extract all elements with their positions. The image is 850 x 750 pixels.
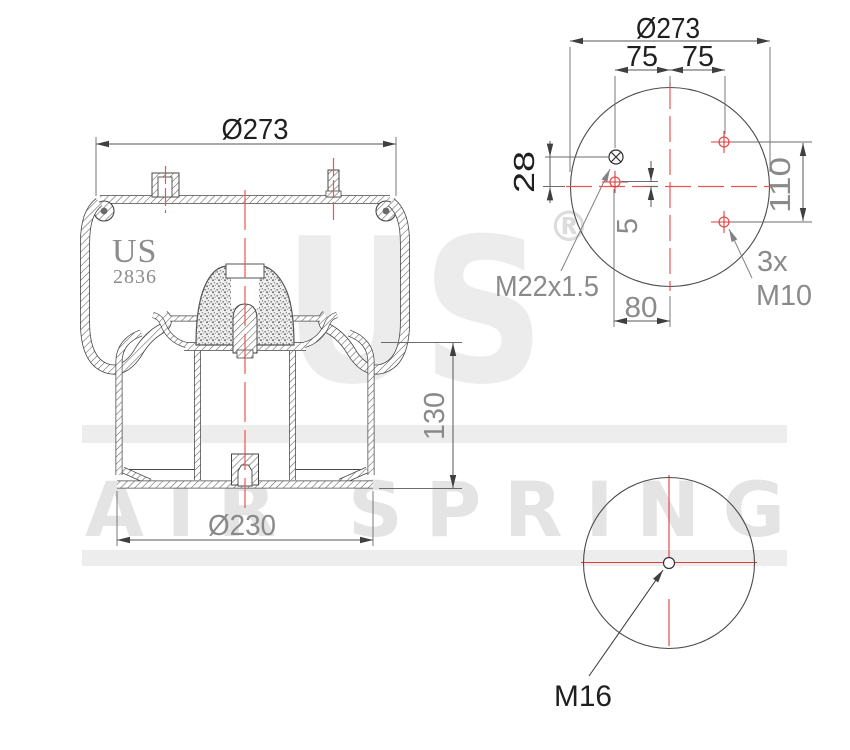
top-label-stud-thread: M10 [756,280,812,312]
top-dim-80: 80 [625,292,658,324]
bottom-view: M16 [554,475,757,713]
top-dim-left-75: 75 [626,41,658,73]
top-dim-5: 5 [612,218,644,234]
logo-brand: US [112,233,157,270]
stud-leader-line [728,228,753,279]
logo-number: 2836 [113,266,157,288]
top-dim-right-75: 75 [682,41,714,73]
top-dim-diameter: Ø273 [636,13,700,45]
bolt-hole-left [602,171,628,193]
bottom-label-center-stud: M16 [554,680,612,713]
bottom-view-outline [582,476,756,650]
watermark: US ® AIR SPRING [82,196,787,566]
top-dim-110: 110 [765,157,797,213]
center-stud-leader-line [588,569,664,677]
top-dim-28: 28 [509,151,541,193]
top-dimensions: Ø273 75 75 28 5 110 [509,13,812,327]
front-centerlines [164,158,335,508]
air-fitting-hole [608,149,624,165]
front-dim-bottom-diameter: Ø230 [208,510,276,542]
watermark-registered-icon: ® [548,202,590,251]
top-view: Ø273 75 75 28 5 110 [495,13,812,327]
top-label-fitting: M22x1.5 [495,271,599,303]
top-label-stud-count: 3x [757,246,788,278]
watermark-band-top [82,425,787,443]
front-dim-height: 130 [419,392,451,440]
center-stud-hole [662,556,676,570]
watermark-brand: US [283,196,545,429]
front-dim-top-diameter: Ø273 [222,114,289,146]
fitting-leader-line [560,168,611,272]
front-dimensions: Ø273 130 Ø230 [95,114,462,546]
front-view: Ø273 130 Ø230 US 2836 [80,114,462,546]
bottom-boss-bore [237,464,253,487]
